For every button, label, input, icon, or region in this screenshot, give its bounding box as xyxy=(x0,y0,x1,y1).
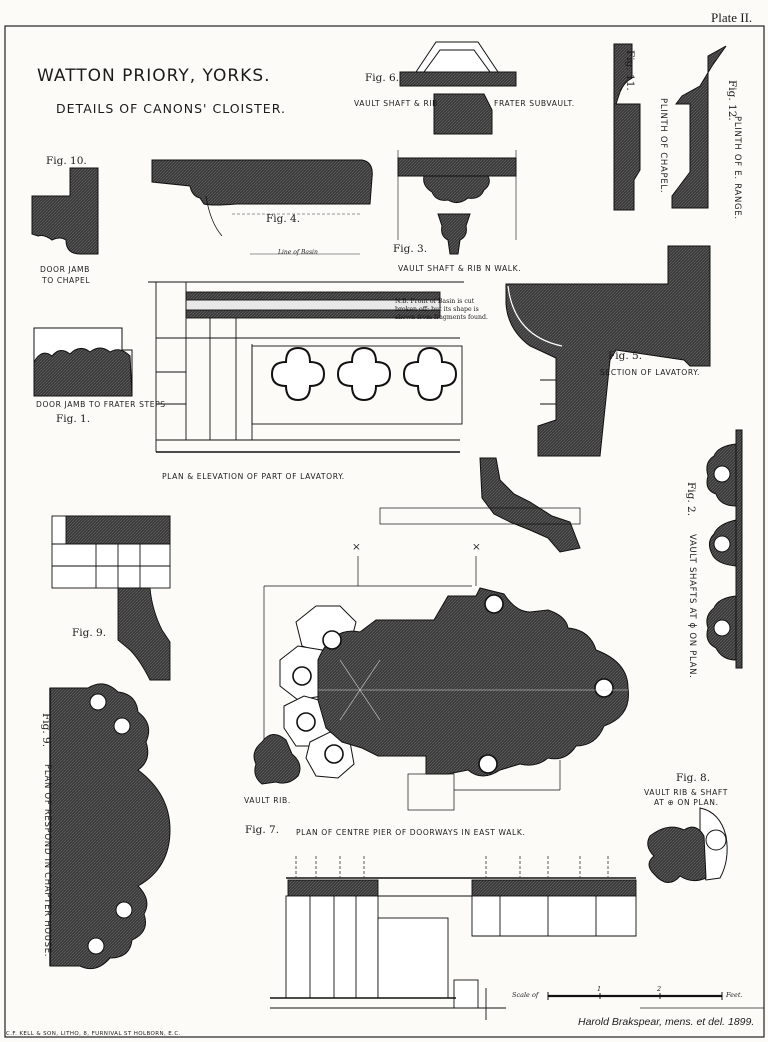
fig3-caption: VAULT SHAFT & RIB N WALK. xyxy=(398,264,522,273)
cross-mark-right: × xyxy=(472,541,481,553)
fig3-number: Fig. 3. xyxy=(393,243,428,255)
basin-note: N.B. Front of Basin is cut broken off; b… xyxy=(395,298,488,321)
fig4-caption: PLAN & ELEVATION OF PART OF LAVATORY. xyxy=(162,472,345,481)
fig9-caption: PLAN OF RESPOND IN CHAPTER HOUSE. xyxy=(42,764,52,958)
fig8-number: Fig. 8. xyxy=(676,772,711,784)
fig2-sections xyxy=(706,429,743,669)
fig7-base-elevation xyxy=(270,877,637,1020)
fig10-number: Fig. 10. xyxy=(46,155,87,167)
fig7-caption: PLAN OF CENTRE PIER OF DOORWAYS IN EAST … xyxy=(296,828,526,837)
fig11-caption: PLINTH OF CHAPEL. xyxy=(658,98,668,194)
signature: Harold Brakspear, mens. et del. 1899. xyxy=(578,1016,755,1028)
fig12-section xyxy=(671,45,727,209)
fig1-moulding xyxy=(33,347,133,397)
fig6-number: Fig. 6. xyxy=(365,72,400,84)
fig4-quatrefoil-panels xyxy=(270,346,458,402)
vault-rib-section xyxy=(253,734,301,785)
fig4-plan xyxy=(151,159,373,206)
scale-tick-1: 1 xyxy=(597,985,602,993)
fig1-number: Fig. 1. xyxy=(56,413,91,425)
fig11-number: Fig. 11. xyxy=(624,50,636,91)
fig9-number: Fig. 9. xyxy=(40,713,52,748)
fig6-section xyxy=(399,41,517,135)
fig10-caption-2: TO CHAPEL xyxy=(42,276,91,285)
scale-bar xyxy=(547,992,723,1000)
scale-bar-label: Scale of xyxy=(512,991,539,999)
fig5-section xyxy=(505,245,711,457)
fig6-caption-right: FRATER SUBVAULT. xyxy=(494,99,575,108)
plate-border xyxy=(4,25,765,1038)
fig5-caption: SECTION OF LAVATORY. xyxy=(600,368,700,377)
page-subtitle: DETAILS OF CANONS' CLOISTER. xyxy=(56,101,286,116)
fig8-caption-2: AT ⊕ ON PLAN. xyxy=(654,798,719,807)
page-title: WATTON PRIORY, YORKS. xyxy=(37,66,271,86)
fig4-number: Fig. 4. xyxy=(266,213,301,225)
printer-imprint: C.F. KELL & SON, LITHO, 8, FURNIVAL ST H… xyxy=(6,1031,181,1037)
fig5-number: Fig. 5. xyxy=(608,350,643,362)
rib-section-top xyxy=(479,457,581,553)
fig9-elevation-number: Fig. 9. xyxy=(72,627,107,639)
fig10-caption-1: DOOR JAMB xyxy=(40,265,90,274)
vault-rib-caption: VAULT RIB. xyxy=(244,796,291,805)
fig7-plan xyxy=(263,507,629,811)
fig2-number: Fig. 2. xyxy=(685,482,697,517)
fig12-number: Fig. 12. xyxy=(726,80,738,121)
scale-tick-2: 2 xyxy=(657,985,662,993)
fig9-plan xyxy=(49,683,171,970)
fig7-number: Fig. 7. xyxy=(245,824,280,836)
fig11-section xyxy=(613,43,641,211)
fig7-base-shafts xyxy=(295,856,609,878)
line-of-basin-label: Line of Basin xyxy=(278,249,318,256)
fig8-caption-1: VAULT RIB & SHAFT xyxy=(644,788,728,797)
plate-label: Plate II. xyxy=(711,10,753,25)
cross-mark-left: × xyxy=(352,541,361,553)
fig4-plan-arch xyxy=(205,195,223,237)
fig4-elevation xyxy=(148,281,464,453)
fig3-section xyxy=(397,150,517,255)
fig12-caption: PLINTH OF E. RANGE. xyxy=(732,116,742,220)
fig2-caption: VAULT SHAFTS AT ϕ ON PLAN. xyxy=(687,534,697,679)
fig6-caption-left: VAULT SHAFT & RIB xyxy=(354,99,438,108)
scale-bar-unit: Feet. xyxy=(726,991,743,999)
fig1-caption: DOOR JAMB TO FRATER STEPS xyxy=(36,400,166,409)
fig8-section xyxy=(647,807,728,883)
fig9-elevation xyxy=(51,515,171,681)
fig10-section xyxy=(31,167,99,255)
